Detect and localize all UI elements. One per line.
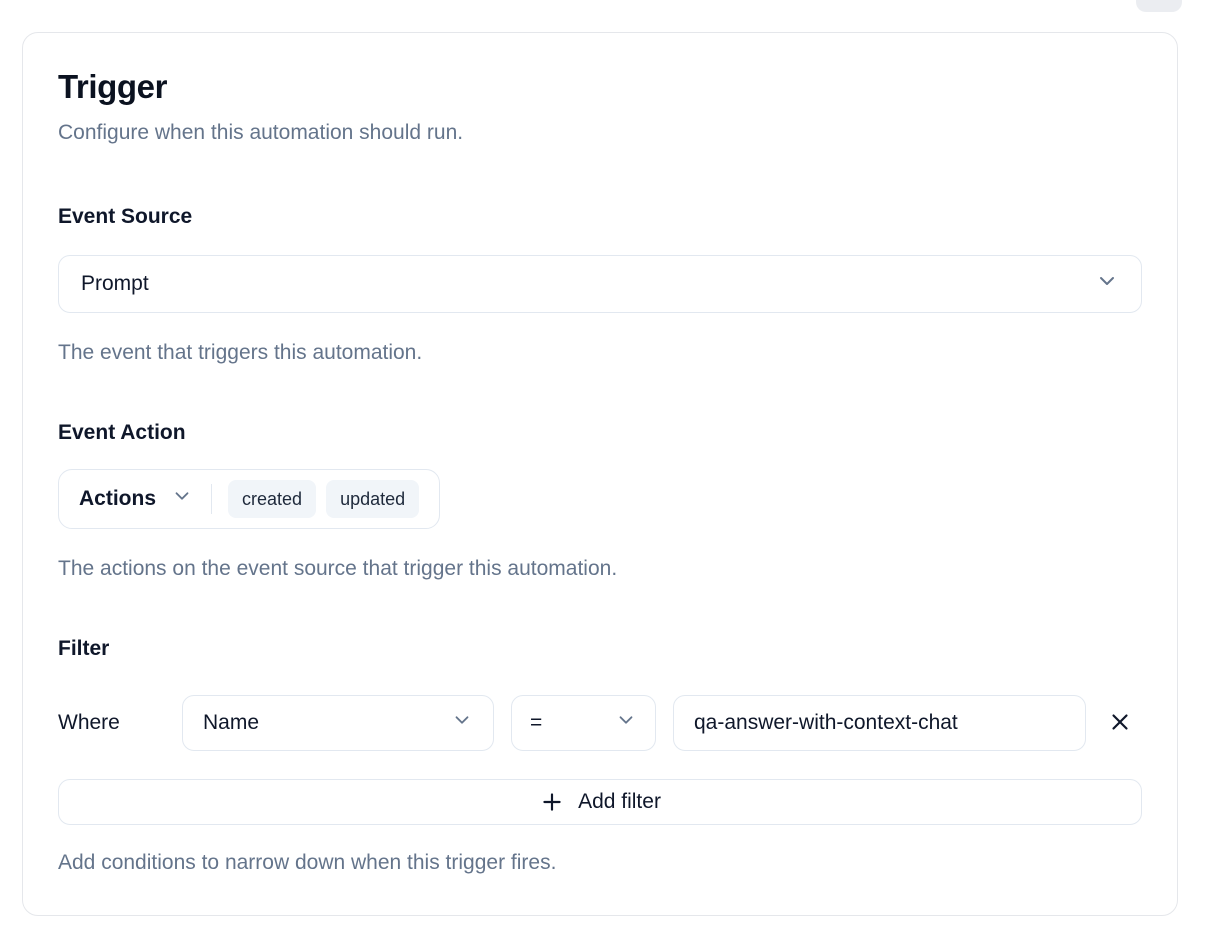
trigger-card: Trigger Configure when this automation s… bbox=[22, 32, 1178, 916]
add-filter-label: Add filter bbox=[578, 790, 661, 813]
event-source-label: Event Source bbox=[58, 205, 193, 228]
event-source-select-value: Prompt bbox=[81, 272, 149, 295]
action-chip-updated[interactable]: updated bbox=[326, 480, 420, 518]
plus-icon bbox=[539, 789, 565, 815]
chevron-down-icon bbox=[451, 709, 473, 737]
page-title: Trigger bbox=[58, 68, 168, 105]
where-label: Where bbox=[58, 711, 120, 734]
filter-value-input[interactable] bbox=[673, 695, 1086, 751]
filter-helper: Add conditions to narrow down when this … bbox=[58, 851, 557, 874]
action-chips: created updated bbox=[228, 480, 420, 518]
clipped-element-top bbox=[1136, 0, 1182, 12]
divider bbox=[211, 484, 213, 514]
event-source-select[interactable]: Prompt bbox=[58, 255, 1142, 313]
filter-operator-value: = bbox=[530, 711, 543, 734]
chevron-down-icon bbox=[1095, 269, 1119, 299]
action-chip-created[interactable]: created bbox=[228, 480, 317, 518]
filter-operator-select[interactable]: = bbox=[511, 695, 656, 751]
event-action-helper: The actions on the event source that tri… bbox=[58, 557, 618, 580]
event-action-label: Event Action bbox=[58, 421, 186, 444]
event-action-control: Actions created updated bbox=[58, 469, 441, 529]
add-filter-button[interactable]: Add filter bbox=[58, 779, 1142, 825]
close-icon bbox=[1107, 709, 1133, 738]
filter-field-select[interactable]: Name bbox=[182, 695, 494, 751]
actions-dropdown-label: Actions bbox=[79, 487, 157, 510]
filter-label: Filter bbox=[58, 637, 110, 660]
event-source-helper: The event that triggers this automation. bbox=[58, 341, 423, 364]
filter-field-value: Name bbox=[203, 711, 260, 734]
remove-filter-button[interactable] bbox=[1098, 701, 1142, 745]
filter-row: Where Name = bbox=[58, 695, 1142, 751]
chevron-down-icon bbox=[615, 709, 637, 737]
page-subtitle: Configure when this automation should ru… bbox=[58, 121, 464, 144]
chevron-down-icon bbox=[171, 485, 193, 513]
actions-dropdown-button[interactable]: Actions bbox=[79, 485, 193, 513]
